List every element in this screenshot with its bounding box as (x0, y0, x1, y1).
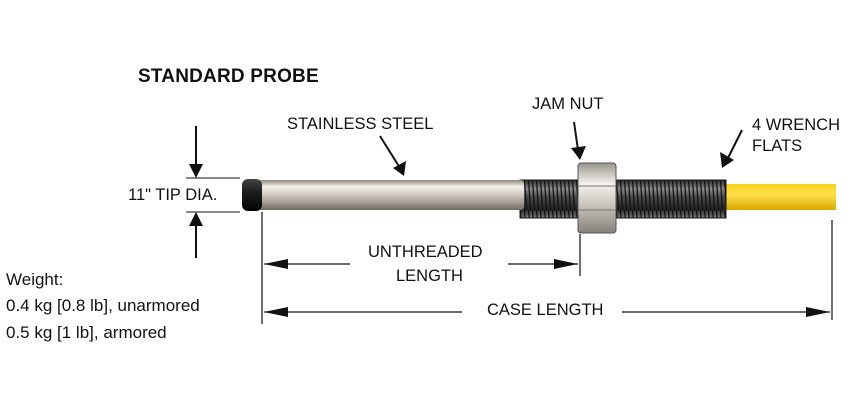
probe-tip (242, 179, 262, 211)
weight-heading: Weight: (6, 270, 64, 289)
stainless-leader (379, 135, 401, 169)
label-jam-nut: JAM NUT (532, 95, 604, 113)
jam-nut-leader (573, 121, 579, 151)
jam-nut (577, 162, 617, 234)
label-wrench-flats-1: 4 WRENCH (752, 116, 841, 134)
label-unthreaded-2: LENGTH (396, 267, 463, 285)
weight-armored: 0.5 kg [1 lb], armored (6, 323, 167, 342)
label-stainless-steel: STAINLESS STEEL (287, 115, 434, 133)
cable (720, 184, 836, 210)
weight-unarmored: 0.4 kg [0.8 lb], unarmored (6, 296, 200, 315)
threaded-section (520, 180, 726, 218)
label-case-length: CASE LENGTH (487, 301, 604, 319)
label-wrench-flats-2: FLATS (752, 137, 803, 155)
diagram-title: STANDARD PROBE (138, 66, 319, 87)
label-tip-dia: 11" TIP DIA. (128, 186, 218, 204)
label-unthreaded-1: UNTHREADED (368, 243, 483, 261)
wrench-flats-leader (727, 129, 743, 159)
stainless-shaft (258, 180, 524, 210)
